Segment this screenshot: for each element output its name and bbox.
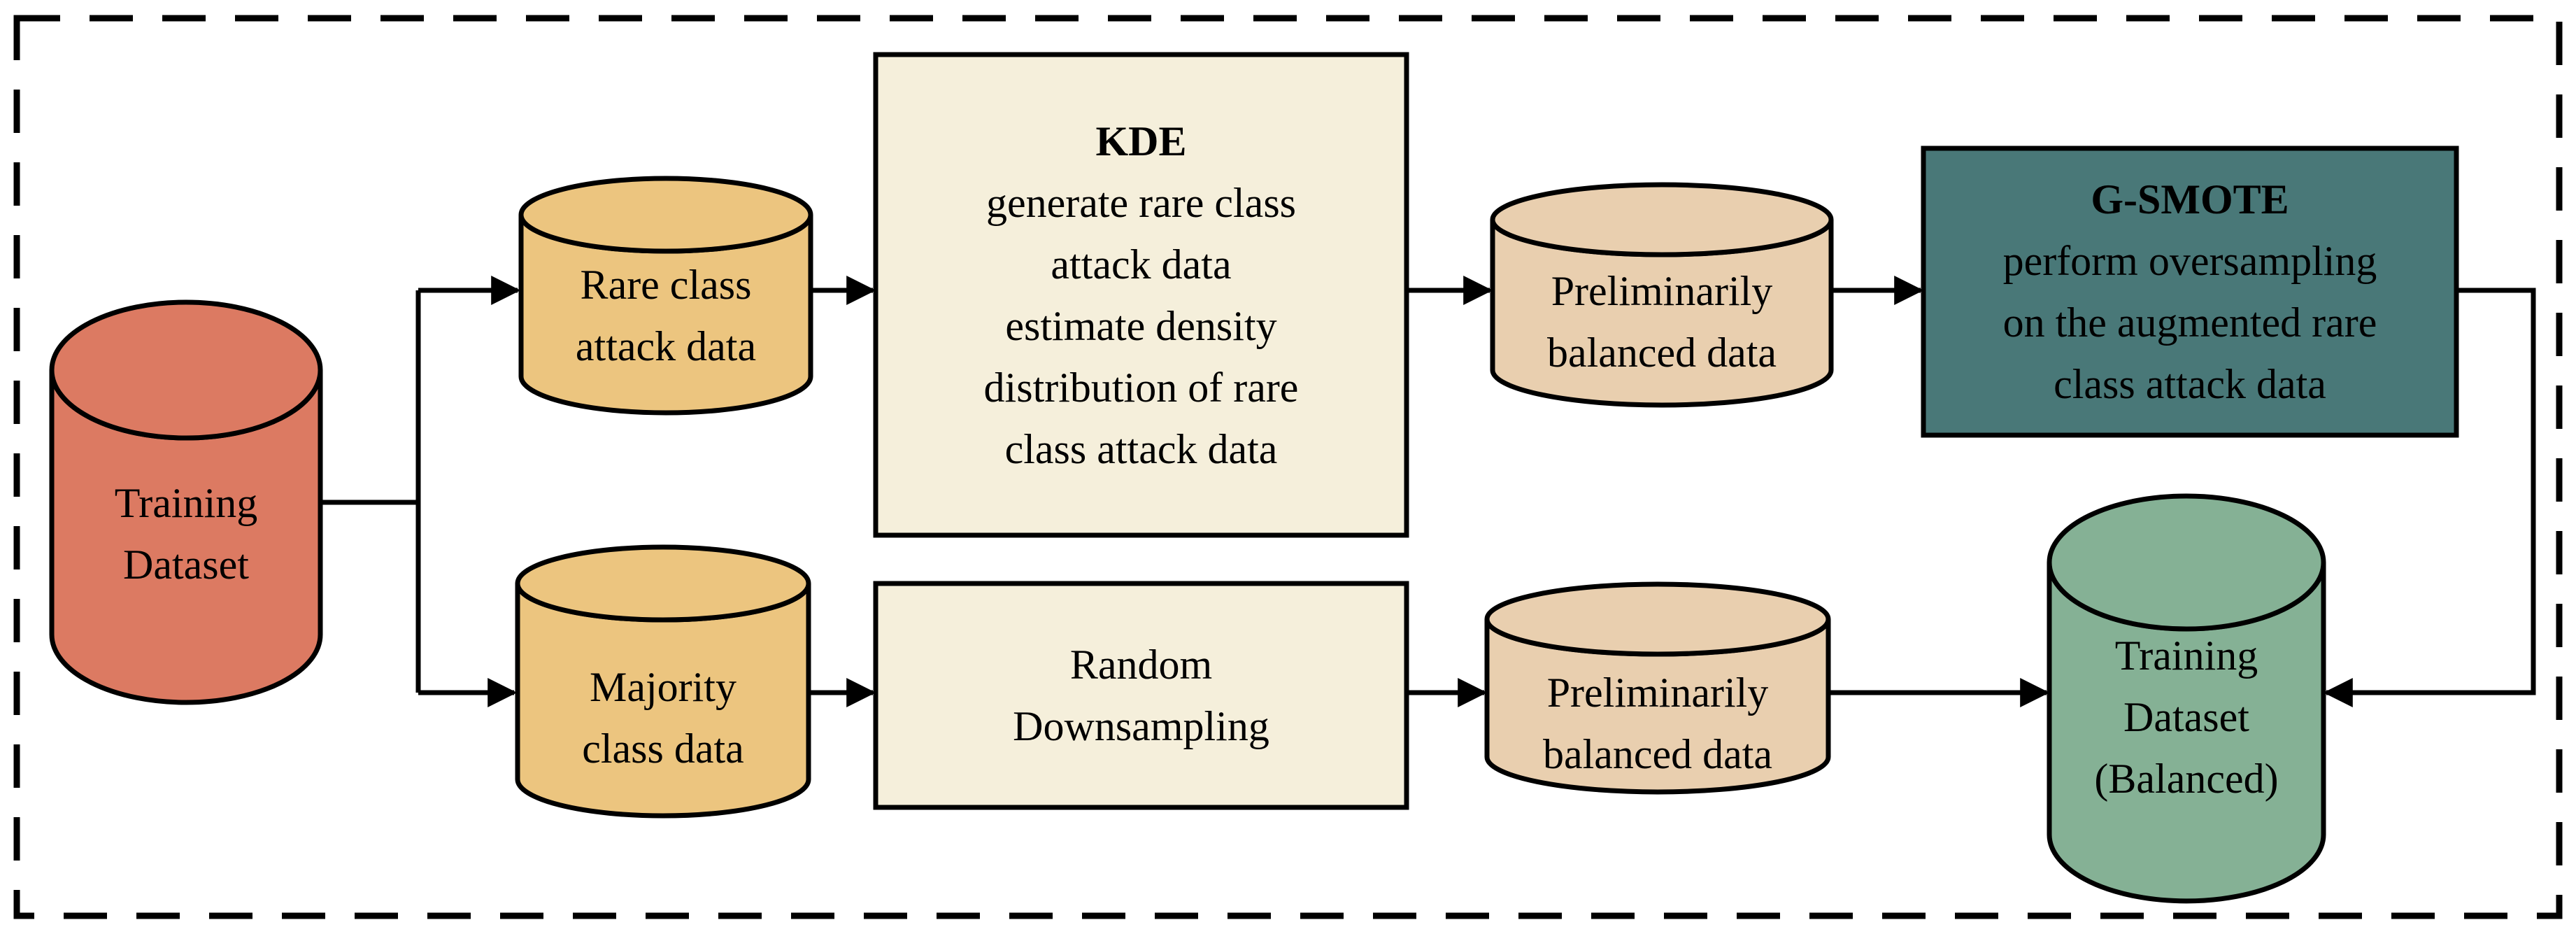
training-dataset-cylinder [49, 299, 323, 705]
rare-class-cylinder [518, 176, 813, 416]
majority-class-cylinder [515, 544, 811, 819]
arrow-gsmote-to-balanced [2323, 288, 2536, 707]
preliminarily-balanced-top-cylinder [1490, 182, 1834, 408]
dashed-border [13, 15, 2563, 919]
balanced-dataset-cylinder [2047, 493, 2326, 904]
preliminarily-balanced-bottom-cylinder [1484, 581, 1831, 795]
random-downsampling-box [873, 581, 1409, 810]
g-smote-box [1921, 146, 2459, 438]
kde-box [873, 52, 1409, 538]
